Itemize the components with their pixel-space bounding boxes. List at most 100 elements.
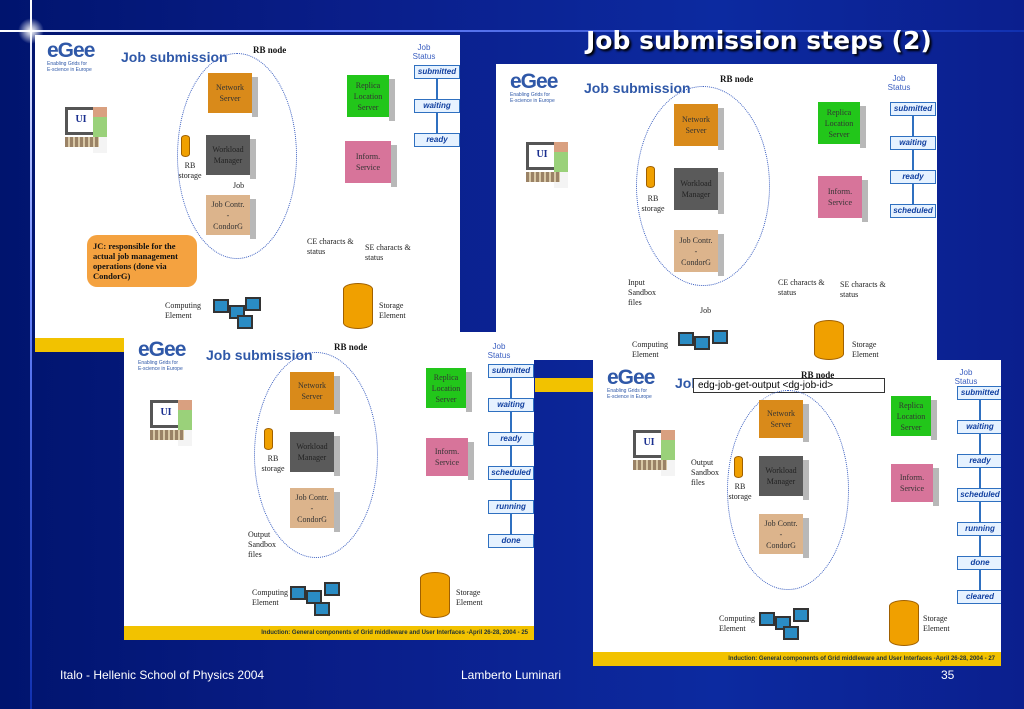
status-waiting: waiting [414,99,460,113]
footer-left: Italo - Hellenic School of Physics 2004 [60,668,265,682]
computing-element-icon [203,295,269,335]
status-waiting: waiting [488,398,534,412]
status-arrow [510,480,512,500]
se-characts-label: SE characts & status [365,243,411,262]
rb-storage-label: RB storage [178,161,202,180]
status-arrow [979,434,981,454]
rb-storage-icon [264,428,273,450]
replica-location-server-icon: Replica Location Server [891,390,937,440]
rb-storage-label: RB storage [261,454,285,473]
storage-element-label: Storage Element [852,340,879,359]
output-sandbox-label: Output Sandbox files [691,458,719,487]
decor-horizontal-line [0,30,1024,32]
computing-element-icon [672,326,738,360]
workload-manager-icon: Workload Manager [674,162,724,214]
job-label: Job [233,181,245,190]
status-ready: ready [488,432,534,446]
storage-element-label: Storage Element [456,588,483,607]
network-server-icon: Network Server [290,366,340,414]
status-scheduled: scheduled [488,466,534,480]
status-submitted: submitted [414,65,460,79]
status-running: running [957,522,1001,536]
status-arrow [912,150,914,170]
storage-element-label: Storage Element [923,614,950,633]
computing-element-label: Computing Element [165,301,202,320]
panel-step-1: eGee Enabling Grids for E-science in Eur… [35,35,460,338]
egee-logo: eGee Enabling Grids for E-science in Eur… [47,39,95,73]
footer-page-number: 35 [941,668,955,682]
computing-element-label: Computing Element [252,588,289,607]
output-sandbox-label: Output Sandbox files [248,530,276,559]
storage-element-icon [814,320,844,360]
ce-characts-label: CE characts & status [778,278,825,297]
ui-workstation-icon: UI [633,430,675,476]
egee-logo: eGee Enabling Grids for E-science in Eur… [510,70,558,104]
inform-service-icon: Inform. Service [891,458,939,506]
status-arrow [510,378,512,398]
network-server-icon: Network Server [208,67,258,117]
replica-location-server-icon: Replica Location Server [347,69,395,121]
egee-logo: eGee Enabling Grids for E-science in Eur… [607,366,655,400]
storage-element-icon [343,283,373,329]
rb-storage-icon [734,456,743,478]
network-server-icon: Network Server [759,394,809,442]
panel-step-3: eGee Enabling Grids for E-science in Eur… [124,332,534,640]
network-server-icon: Network Server [674,98,724,150]
computing-element-label: Computing Element [632,340,669,359]
inform-service-icon: Inform. Service [818,170,868,222]
rb-node-oval [636,86,770,286]
status-cleared: cleared [957,590,1001,604]
status-scheduled: scheduled [957,488,1001,502]
workload-manager-icon: Workload Manager [759,450,809,500]
rb-node-oval [177,53,297,259]
inform-service-icon: Inform. Service [345,135,397,187]
status-done: done [488,534,534,548]
rb-storage-icon [646,166,655,188]
job-controller-icon: Job Contr.-CondorG [759,508,809,558]
status-arrow [510,446,512,466]
status-arrow [436,79,438,99]
panel-step-4: eGee Enabling Grids for E-science in Eur… [593,360,1001,666]
accent-band [535,378,595,392]
accent-band [35,338,125,352]
status-arrow [912,116,914,136]
status-ready: ready [414,133,460,147]
status-arrow [979,468,981,488]
replica-location-server-icon: Replica Location Server [426,362,472,412]
workload-manager-icon: Workload Manager [290,426,340,476]
storage-element-label: Storage Element [379,301,406,320]
status-ready: ready [890,170,936,184]
computing-element-icon [284,578,350,618]
storage-element-icon [420,572,450,618]
rb-node-label: RB node [801,370,835,380]
status-arrow [436,113,438,133]
job-label: Job [700,306,712,315]
status-waiting: waiting [957,420,1001,434]
job-controller-icon: Job Contr.-CondorG [674,224,724,276]
jc-callout: JC: responsible for the actual job manag… [87,235,197,287]
status-arrow [912,184,914,204]
input-sandbox-label: Input Sandbox files [628,278,656,307]
inform-service-icon: Inform. Service [426,432,474,480]
ce-characts-label: CE characts & status [307,237,354,256]
status-done: done [957,556,1001,570]
ui-workstation-icon: UI [526,142,568,188]
panel-footer: Induction: General components of Grid mi… [124,626,534,640]
rb-node-label: RB node [334,342,368,352]
computing-element-label: Computing Element [719,614,756,633]
status-submitted: submitted [890,102,936,116]
replica-location-server-icon: Replica Location Server [818,96,866,148]
se-characts-label: SE characts & status [840,280,886,299]
rb-node-oval [727,390,849,590]
panel-title: Job submission [206,347,313,363]
status-arrow [510,412,512,432]
status-arrow [979,570,981,590]
status-arrow [510,514,512,534]
rb-node-label: RB node [253,45,287,55]
panel-title: Job submission [584,80,691,96]
status-submitted: submitted [488,364,534,378]
